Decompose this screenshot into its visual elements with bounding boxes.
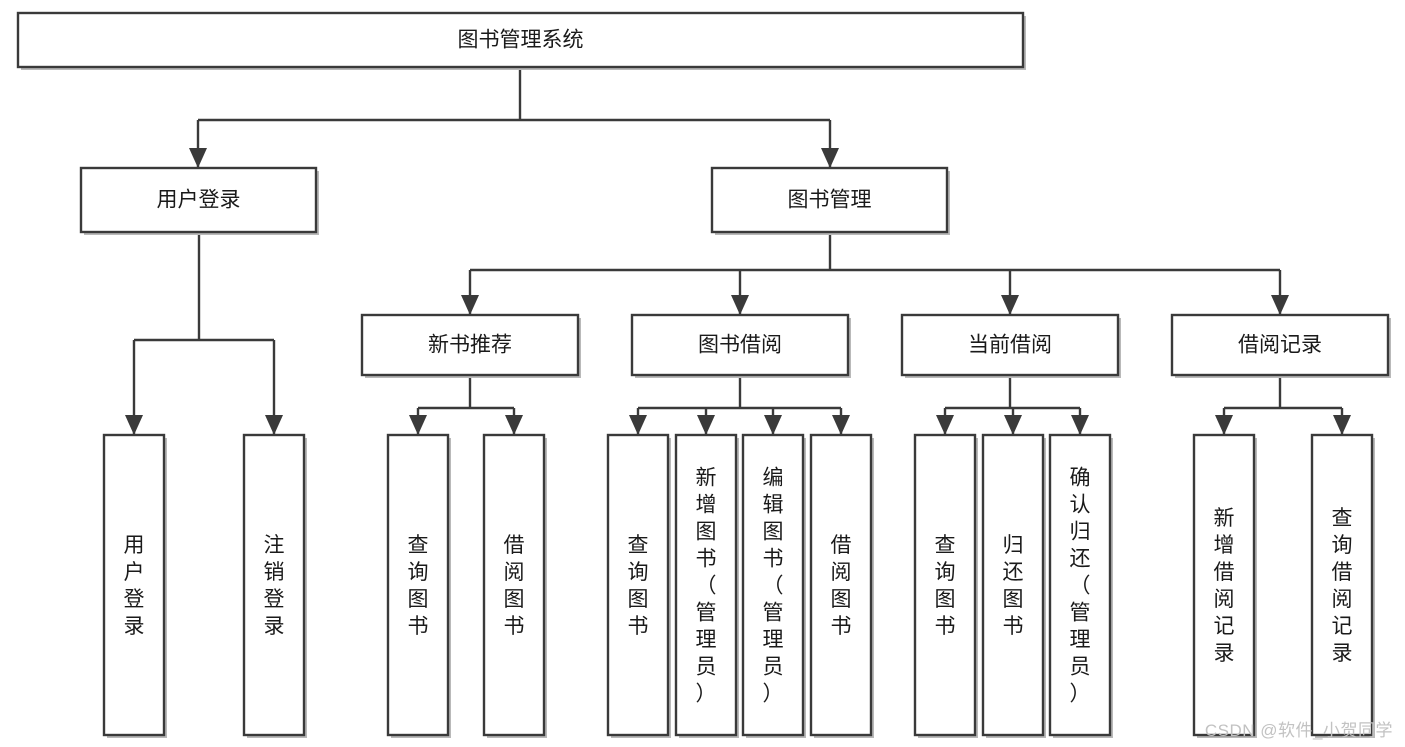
node-rect[interactable] <box>913 433 977 737</box>
node-rect[interactable] <box>710 166 949 234</box>
arrow-head-icon <box>189 148 207 168</box>
node-rect[interactable] <box>360 313 580 377</box>
node-label: 借阅图书 <box>504 534 525 638</box>
node-leaf-query-borrow-record[interactable]: 查询借阅记录 <box>1310 433 1375 738</box>
node-leaf-edit-book-admin[interactable]: 编辑图书（管理员） <box>741 433 806 738</box>
arrow-head-icon <box>731 295 749 315</box>
node-rect[interactable] <box>79 166 318 234</box>
connectors-layer <box>125 67 1351 435</box>
node-label: 编辑图书（管理员） <box>763 467 784 706</box>
node-leaf-query-book-1[interactable]: 查询图书 <box>386 433 451 738</box>
node-book-manage[interactable]: 图书管理 <box>710 166 950 235</box>
node-rect[interactable] <box>102 433 166 737</box>
node-borrow-record[interactable]: 借阅记录 <box>1170 313 1391 378</box>
node-rect[interactable] <box>809 433 873 737</box>
node-rect[interactable] <box>1310 433 1374 737</box>
arrow-head-icon <box>697 415 715 435</box>
node-label: 借阅图书 <box>831 534 852 638</box>
arrow-head-icon <box>821 148 839 168</box>
node-book-borrow[interactable]: 图书借阅 <box>630 313 851 378</box>
arrow-head-icon <box>1001 295 1019 315</box>
node-leaf-return-book[interactable]: 归还图书 <box>981 433 1046 738</box>
node-leaf-borrow-book-1[interactable]: 借阅图书 <box>482 433 547 738</box>
node-rect[interactable] <box>386 433 450 737</box>
node-rect[interactable] <box>16 11 1025 69</box>
node-rect[interactable] <box>1048 433 1112 737</box>
node-leaf-borrow-book-2[interactable]: 借阅图书 <box>809 433 874 738</box>
node-leaf-user-login[interactable]: 用户登录 <box>102 433 167 738</box>
node-rect[interactable] <box>482 433 546 737</box>
node-root[interactable]: 图书管理系统 <box>16 11 1026 70</box>
node-leaf-add-book-admin[interactable]: 新增图书（管理员） <box>674 433 739 738</box>
node-label: 确认归还（管理员） <box>1070 467 1091 706</box>
node-label: 用户登录 <box>124 534 145 638</box>
node-rect[interactable] <box>981 433 1045 737</box>
node-rect[interactable] <box>630 313 850 377</box>
node-label: 新增借阅记录 <box>1214 507 1235 665</box>
node-label: 查询图书 <box>935 534 956 638</box>
arrow-head-icon <box>409 415 427 435</box>
node-rect[interactable] <box>242 433 306 737</box>
node-label: 新书推荐 <box>428 334 512 357</box>
arrow-head-icon <box>125 415 143 435</box>
node-label: 新增图书（管理员） <box>696 467 717 706</box>
arrow-head-icon <box>505 415 523 435</box>
arrow-head-icon <box>1333 415 1351 435</box>
node-label: 用户登录 <box>157 189 241 212</box>
arrow-head-icon <box>265 415 283 435</box>
node-label: 图书管理 <box>788 189 872 212</box>
node-rect[interactable] <box>900 313 1120 377</box>
node-rect[interactable] <box>674 433 738 737</box>
arrow-head-icon <box>1271 295 1289 315</box>
node-label: 查询图书 <box>628 534 649 638</box>
node-leaf-query-book-2[interactable]: 查询图书 <box>606 433 671 738</box>
node-label: 查询图书 <box>408 534 429 638</box>
arrow-head-icon <box>1004 415 1022 435</box>
arrow-head-icon <box>1071 415 1089 435</box>
arrow-head-icon <box>1215 415 1233 435</box>
node-rect[interactable] <box>741 433 805 737</box>
node-rect[interactable] <box>1192 433 1256 737</box>
watermark-text: CSDN @软件_小贺同学 <box>1204 721 1393 740</box>
node-label: 借阅记录 <box>1238 334 1322 357</box>
arrow-head-icon <box>832 415 850 435</box>
arrow-head-icon <box>629 415 647 435</box>
node-leaf-user-logout[interactable]: 注销登录 <box>242 433 307 738</box>
node-label: 归还图书 <box>1003 534 1024 638</box>
arrow-head-icon <box>461 295 479 315</box>
node-label: 注销登录 <box>264 534 285 638</box>
node-user-login[interactable]: 用户登录 <box>79 166 319 235</box>
node-leaf-confirm-return-admin[interactable]: 确认归还（管理员） <box>1048 433 1113 738</box>
nodes-layer: 图书管理系统用户登录图书管理新书推荐图书借阅当前借阅借阅记录用户登录注销登录查询… <box>16 11 1391 738</box>
node-label: 当前借阅 <box>968 334 1052 357</box>
node-new-book-recommend[interactable]: 新书推荐 <box>360 313 581 378</box>
node-label: 查询借阅记录 <box>1332 507 1353 665</box>
node-current-borrow[interactable]: 当前借阅 <box>900 313 1121 378</box>
node-leaf-query-book-3[interactable]: 查询图书 <box>913 433 978 738</box>
node-label: 图书借阅 <box>698 334 782 357</box>
arrow-head-icon <box>936 415 954 435</box>
node-rect[interactable] <box>1170 313 1390 377</box>
node-leaf-add-borrow-record[interactable]: 新增借阅记录 <box>1192 433 1257 738</box>
node-label: 图书管理系统 <box>458 29 584 52</box>
node-rect[interactable] <box>606 433 670 737</box>
arrow-head-icon <box>764 415 782 435</box>
